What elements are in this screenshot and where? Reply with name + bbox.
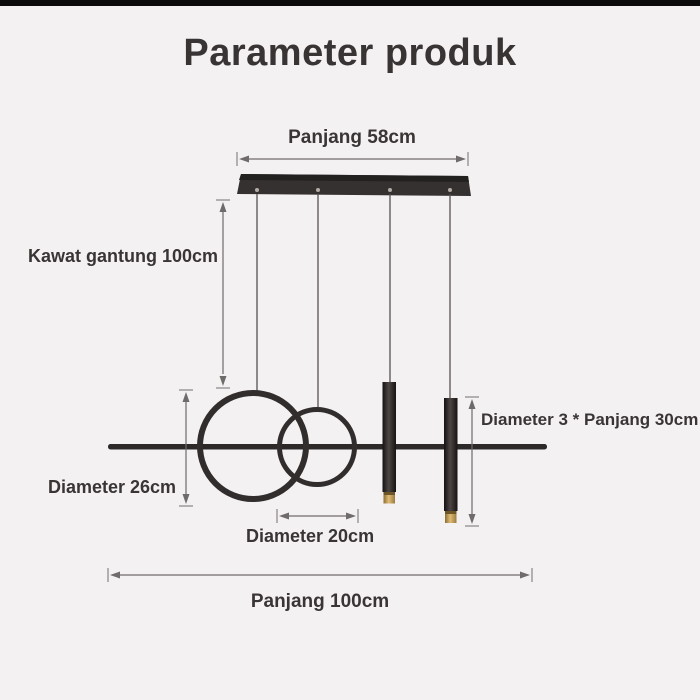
dim-arrow-cylinder	[465, 396, 479, 527]
small-ring	[277, 407, 357, 487]
gold-tip-band	[383, 492, 395, 495]
label-hanging-wire: Kawat gantung 100cm	[28, 246, 219, 266]
hanging-wires	[256, 194, 451, 411]
label-small-ring-diameter: Diameter 20cm	[246, 526, 375, 546]
wire-anchor-dot	[316, 188, 320, 192]
top-border-bar	[0, 0, 700, 6]
label-large-ring-diameter: Diameter 26cm	[47, 477, 177, 497]
horizontal-rod	[108, 444, 547, 450]
ceiling-canopy-bar	[237, 174, 471, 196]
wire-anchor-dot	[388, 188, 392, 192]
label-bar-length: Panjang 58cm	[288, 127, 416, 148]
gold-tip	[383, 495, 395, 504]
gold-tip	[445, 514, 457, 523]
label-total-length: Panjang 100cm	[250, 591, 390, 612]
large-ring	[197, 390, 309, 502]
dim-arrow-large-ring	[179, 389, 193, 507]
wire-anchor-dot	[448, 188, 452, 192]
cylinder-pendant-left	[382, 382, 396, 504]
dim-arrow-bar-length	[236, 152, 469, 166]
dim-arrow-hanging-wire	[216, 199, 230, 389]
page-title: Parameter produk	[183, 32, 517, 74]
label-cylinder-spec: Diameter 3 * Panjang 30cm	[481, 410, 699, 429]
cylinder-pendant-right	[444, 398, 458, 523]
gold-tip-band	[445, 511, 457, 514]
wire-anchor-dot	[255, 188, 259, 192]
dim-arrow-total-length	[107, 568, 533, 582]
dim-arrow-small-ring	[276, 509, 359, 523]
